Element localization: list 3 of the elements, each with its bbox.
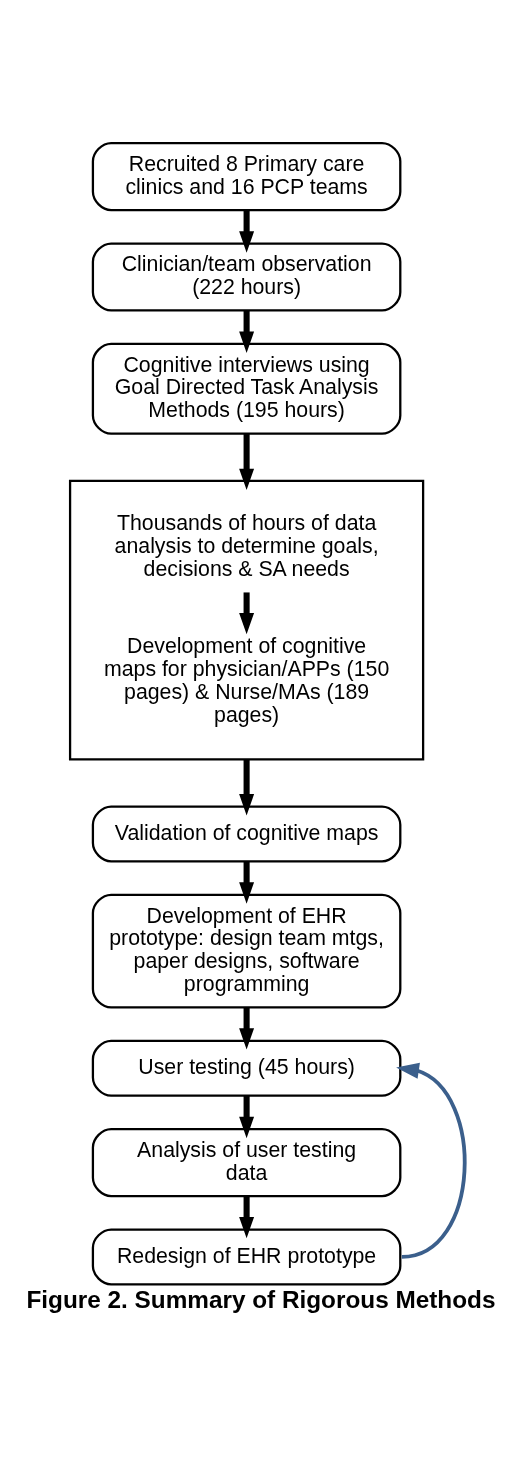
node-text: Thousands of hours of data analysis to determine goals, decisions & SA needs — [114, 510, 379, 581]
node-text: Development of cognitive maps for physician/APPs (150 pages) & Nurse/MAs (189 pages) — [103, 634, 390, 727]
caption: Figure 2. Summary of Rigorous Methods — [26, 1286, 496, 1314]
